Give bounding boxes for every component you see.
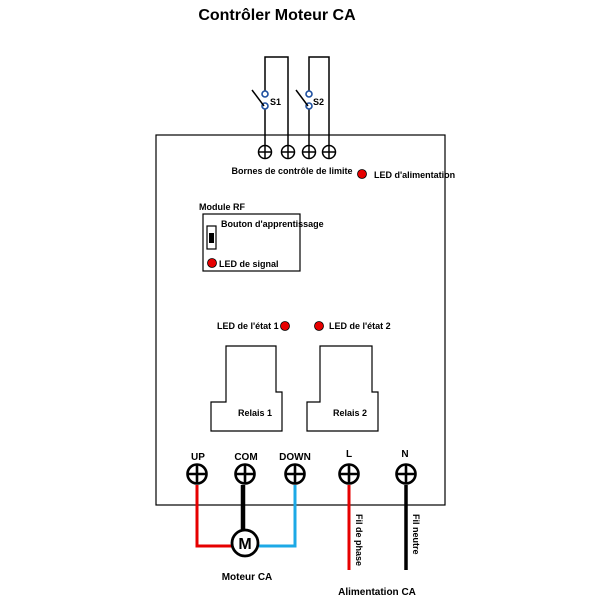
neutral-wire-label: Fil neutre [411,514,421,555]
learn-button-label: Bouton d'apprentissage [221,219,324,229]
limit-terminal-screw [280,144,296,160]
motor-symbol: M [238,536,251,553]
limit-terminal-screw [257,144,273,160]
phase-wire-label: Fil de phase [354,514,364,566]
terminal-down-screw [284,463,306,485]
motor-wires [195,485,408,570]
limit-terminal-screw [321,144,337,160]
learn-button[interactable] [206,225,217,250]
status-led-1-label: LED de l'état 1 [217,321,279,331]
terminal-l-screw [338,463,360,485]
limit-switch-s2: S2 [295,89,324,110]
controller-box [155,134,446,506]
terminal-l-label: L [346,449,352,460]
status-led-2 [314,321,324,331]
diagram-title: Contrôler Moteur CA [198,7,356,24]
relay-2 [306,345,379,432]
terminal-com-screw [234,463,256,485]
limit-terminals-label: Bornes de contrôle de limite [231,166,352,176]
terminal-up-screw [186,463,208,485]
terminal-com-label: COM [234,452,257,463]
terminal-up-label: UP [191,452,205,463]
relay-1-label: Relais 1 [238,408,272,418]
limit-terminal-screw [301,144,317,160]
motor-label: Moteur CA [222,572,273,583]
signal-led [207,258,217,268]
status-led-1 [280,321,290,331]
limit-switch-wiring [264,56,330,145]
power-supply-label: Alimentation CA [338,587,416,598]
rf-module-box [202,213,301,272]
status-led-2-label: LED de l'état 2 [329,321,391,331]
terminal-n-label: N [401,449,408,460]
relay-2-label: Relais 2 [333,408,367,418]
switch-s2-label: S2 [313,97,324,107]
switch-s1-label: S1 [270,97,281,107]
power-led [357,169,367,179]
relay-1 [210,345,283,432]
signal-led-label: LED de signal [219,259,279,269]
rf-module-title: Module RF [199,202,245,212]
terminal-n-screw [395,463,417,485]
limit-switch-s1: S1 [251,89,281,110]
motor-icon [230,528,260,558]
terminal-down-label: DOWN [279,452,311,463]
power-led-label: LED d'alimentation [374,170,455,180]
